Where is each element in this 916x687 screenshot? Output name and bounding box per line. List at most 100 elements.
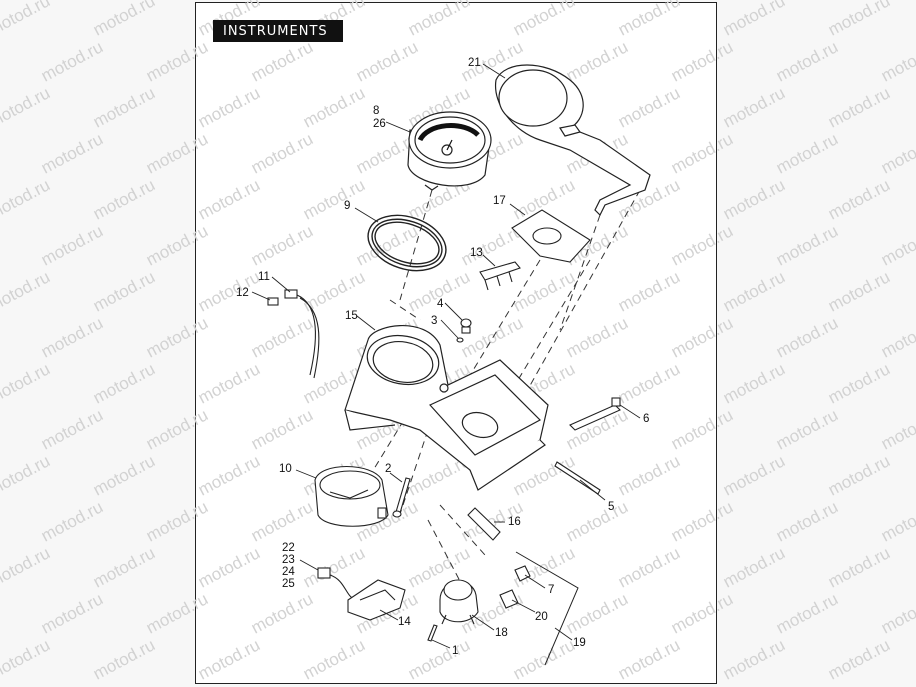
watermark-text: motod.ru <box>0 313 1 361</box>
watermark-text: motod.ru <box>0 83 53 131</box>
part-10-lower-housing <box>314 465 389 527</box>
part-16-plate <box>467 507 501 541</box>
callout-13: 13 <box>470 247 483 259</box>
watermark-text: motod.ru <box>720 267 788 315</box>
watermark-text: motod.ru <box>878 129 916 177</box>
watermark-text: motod.ru <box>878 497 916 545</box>
watermark-text: motod.ru <box>90 451 158 499</box>
leader-lines <box>251 63 641 649</box>
watermark-text: motod.ru <box>668 313 736 361</box>
callout-4: 4 <box>437 298 444 310</box>
callout-18: 18 <box>495 627 508 639</box>
watermark-text: motod.ru <box>773 405 841 453</box>
watermark-text: motod.ru <box>248 313 316 361</box>
watermark-text: motod.ru <box>90 175 158 223</box>
part-18-switch <box>439 579 479 625</box>
watermark-text: motod.ru <box>248 497 316 545</box>
watermark-text: motod.ru <box>0 543 53 591</box>
watermark-text: motod.ru <box>563 589 631 637</box>
watermark-text: motod.ru <box>300 543 368 591</box>
watermark-text: motod.ru <box>143 589 211 637</box>
watermark-text: motod.ru <box>195 635 263 683</box>
watermark-text: motod.ru <box>720 635 788 683</box>
callout-20: 20 <box>535 611 548 623</box>
watermark-text: motod.ru <box>615 267 683 315</box>
watermark-text: motod.ru <box>90 267 158 315</box>
watermark-text: motod.ru <box>0 129 1 177</box>
watermark-text: motod.ru <box>825 0 893 40</box>
part-1-screw <box>427 624 438 642</box>
watermark-text: motod.ru <box>563 313 631 361</box>
watermark-text: motod.ru <box>615 0 683 40</box>
watermark-text: motod.ru <box>353 37 421 85</box>
part-21-cover-trim <box>494 64 651 217</box>
watermark-text: motod.ru <box>878 405 916 453</box>
watermark-text: motod.ru <box>248 405 316 453</box>
watermark-text: motod.ru <box>195 267 263 315</box>
callout-24: 24 <box>282 566 295 578</box>
part-8-gauge <box>407 111 492 191</box>
watermark-text: motod.ru <box>0 497 1 545</box>
watermark-text: motod.ru <box>825 267 893 315</box>
callout-15: 15 <box>345 310 358 322</box>
watermark-text: motod.ru <box>248 589 316 637</box>
callout-9: 9 <box>344 200 350 212</box>
watermark-text: motod.ru <box>38 313 106 361</box>
callout-1: 1 <box>452 645 458 657</box>
watermark-text: motod.ru <box>720 451 788 499</box>
watermark-text: motod.ru <box>0 405 1 453</box>
watermark-text: motod.ru <box>38 129 106 177</box>
part-3-4-knob <box>456 318 472 343</box>
watermark-text: motod.ru <box>825 83 893 131</box>
part-17-gasket <box>511 209 591 263</box>
watermark-text: motod.ru <box>773 129 841 177</box>
watermark-text: motod.ru <box>773 221 841 269</box>
watermark-text: motod.ru <box>668 497 736 545</box>
callout-14: 14 <box>398 616 411 628</box>
watermark-text: motod.ru <box>825 543 893 591</box>
watermark-text: motod.ru <box>143 129 211 177</box>
watermark-text: motod.ru <box>195 359 263 407</box>
watermark-text: motod.ru <box>248 221 316 269</box>
callout-17: 17 <box>493 195 506 207</box>
callout-23: 23 <box>282 554 295 566</box>
callout-16: 16 <box>508 516 521 528</box>
part-13-bracket <box>479 261 521 291</box>
callout-3: 3 <box>431 315 437 327</box>
callout-21: 21 <box>468 57 481 69</box>
watermark-text: motod.ru <box>668 589 736 637</box>
section-title: INSTRUMENTS <box>213 20 343 42</box>
watermark-text: motod.ru <box>38 221 106 269</box>
watermark-text: motod.ru <box>38 589 106 637</box>
watermark-text: motod.ru <box>300 635 368 683</box>
watermark-text: motod.ru <box>248 37 316 85</box>
watermark-text: motod.ru <box>90 359 158 407</box>
callout-7: 7 <box>548 584 554 596</box>
watermark-text: motod.ru <box>615 451 683 499</box>
watermark-text: motod.ru <box>878 313 916 361</box>
callout-19: 19 <box>573 637 586 649</box>
watermark-text: motod.ru <box>668 129 736 177</box>
watermark-text: motod.ru <box>615 359 683 407</box>
watermark-text: motod.ru <box>143 37 211 85</box>
callout-8: 8 <box>373 105 379 117</box>
watermark-text: motod.ru <box>38 37 106 85</box>
watermark-text: motod.ru <box>668 405 736 453</box>
watermark-text: motod.ru <box>720 83 788 131</box>
watermark-text: motod.ru <box>773 497 841 545</box>
watermark-text: motod.ru <box>143 313 211 361</box>
watermark-text: motod.ru <box>90 83 158 131</box>
watermark-text: motod.ru <box>0 175 53 223</box>
watermark-text: motod.ru <box>773 589 841 637</box>
watermark-text: motod.ru <box>615 543 683 591</box>
watermark-text: motod.ru <box>248 129 316 177</box>
watermark-text: motod.ru <box>720 175 788 223</box>
watermark-text: motod.ru <box>405 635 473 683</box>
watermark-text: motod.ru <box>90 635 158 683</box>
watermark-text: motod.ru <box>38 497 106 545</box>
watermark-text: motod.ru <box>825 175 893 223</box>
part-19-group-bracket <box>515 551 579 666</box>
watermark-text: motod.ru <box>90 543 158 591</box>
